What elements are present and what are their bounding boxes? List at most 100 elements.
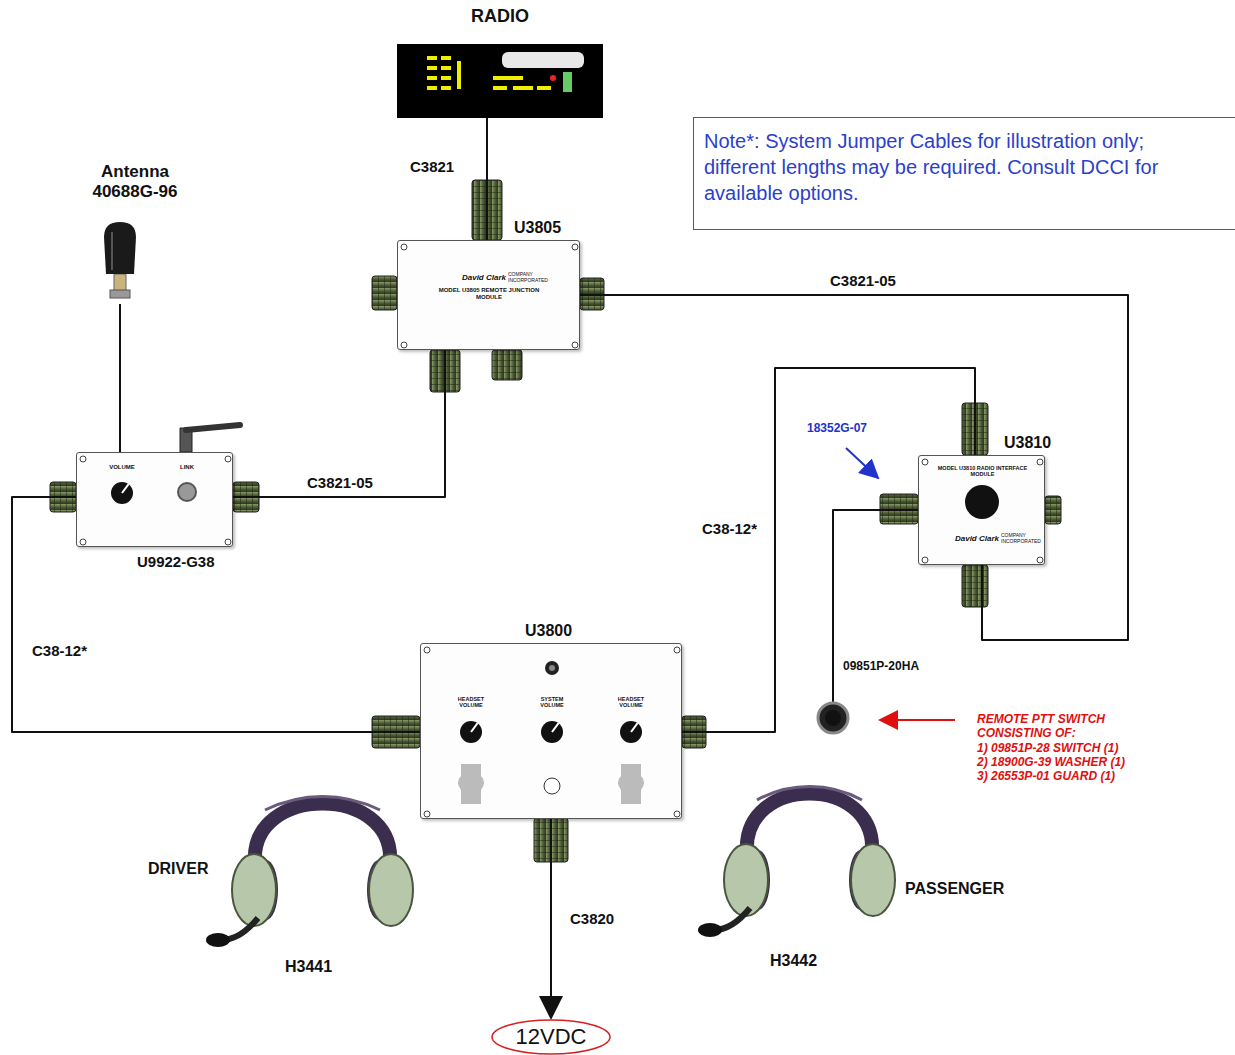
line-shape (880, 719, 955, 721)
line-shape (846, 448, 878, 478)
node-text: PASSENGER (905, 880, 1035, 898)
node-text: HEADSET VOLUME (451, 696, 491, 709)
rect-shape (493, 86, 507, 90)
node-text: VOLUME (102, 464, 142, 471)
headset: DRIVERH3441 (145, 790, 415, 985)
node-text: U9922-G38 (137, 553, 247, 570)
cable-label: C3821-05 (305, 474, 375, 491)
path-shape (618, 764, 644, 804)
node-text: COMPANY INCORPORATED (508, 272, 558, 284)
line-shape (122, 484, 129, 493)
ellipse-shape (724, 844, 768, 916)
node-text: H3442 (770, 952, 850, 970)
circle-shape (401, 244, 407, 250)
circle-shape (401, 342, 407, 348)
circle-shape (1037, 459, 1043, 465)
path-shape (265, 797, 380, 811)
intercom-control-unit: U3800HEADSET VOLUMESYSTEM VOLUMEHEADSET … (420, 643, 682, 819)
callout-text: REMOTE PTT SWITCH CONSISTING OF: (975, 712, 1119, 740)
rect-shape (1045, 496, 1061, 524)
ptt-switch: 09851P-20HA (817, 702, 849, 734)
node-shape (817, 702, 849, 734)
circle-shape (550, 75, 556, 81)
node-text: U3810 (1004, 434, 1074, 452)
circle-shape (460, 721, 482, 743)
path-shape (458, 764, 484, 804)
callout-text: 2) 18900G-39 WASHER (1) (975, 755, 1127, 769)
circle-shape (818, 703, 848, 733)
rect-shape (397, 44, 603, 118)
circle-shape (572, 342, 578, 348)
circle-shape (80, 539, 86, 545)
node-text: MODEL U3810 RADIO INTERFACE MODULE (931, 465, 1034, 478)
cable-line (580, 295, 1128, 640)
node-text: LINK (172, 464, 202, 471)
junction-module: U3805David ClarkCOMPANY INCORPORATEDMODE… (397, 240, 580, 350)
rect-shape (563, 72, 572, 92)
path-shape (104, 222, 136, 274)
path-shape (111, 232, 113, 270)
node-text: RADIO (397, 6, 603, 27)
rect-shape (110, 290, 130, 298)
circle-shape (80, 456, 86, 462)
path-shape (757, 787, 862, 801)
node-shape (421, 644, 681, 818)
ellipse-shape (698, 923, 722, 937)
circle-shape (674, 647, 680, 653)
cable-label: C38-12* (30, 642, 89, 659)
cable-label: C3821 (408, 158, 456, 175)
node-text: SYSTEM VOLUME (532, 696, 572, 709)
cable-line (119, 304, 121, 452)
radio-interface-module: U3810MODEL U3810 RADIO INTERFACE MODULED… (918, 455, 1045, 565)
line-shape (471, 723, 478, 732)
callout-text: 3) 26553P-01 GUARD (1) (975, 769, 1117, 783)
circle-shape (545, 661, 559, 675)
bluetooth-module: VOLUMELINKU9922-G38 (76, 452, 233, 547)
node-text: U3800 (525, 622, 605, 640)
circle-shape (620, 721, 642, 743)
path-shape (747, 794, 872, 853)
node-text: Note*: System Jumper Cables for illustra… (704, 128, 1214, 206)
rect-shape (492, 350, 522, 380)
node-text: HEADSET VOLUME (611, 696, 651, 709)
node-shape (145, 790, 415, 985)
rect-shape (962, 565, 988, 607)
cable-line (550, 819, 552, 1018)
rect-shape (372, 276, 397, 310)
circle-shape (922, 557, 928, 563)
node-text: COMPANY INCORPORATED (1001, 533, 1037, 545)
power-source: 12VDC (490, 1018, 612, 1055)
rect-shape (493, 76, 523, 80)
circle-shape (424, 811, 430, 817)
node-shape (712, 780, 1042, 975)
circle-shape (178, 483, 196, 501)
rect-shape (441, 76, 451, 80)
node-text: 12VDC (490, 1024, 612, 1049)
circle-shape (111, 482, 133, 504)
rect-shape (441, 56, 451, 60)
cable-label: C3820 (568, 910, 616, 927)
cable-label: C3821-05 (828, 272, 898, 289)
cable-line (233, 350, 445, 497)
circle-shape (1037, 557, 1043, 563)
circle-shape (549, 665, 555, 671)
node-text: DRIVER (148, 860, 238, 878)
rect-shape (427, 86, 437, 90)
rect-shape (441, 66, 451, 70)
path-shape (255, 804, 390, 863)
line-shape (552, 723, 559, 732)
path-shape (186, 425, 240, 430)
circle-shape (965, 485, 999, 519)
rect-shape (427, 56, 437, 60)
circle-shape (544, 778, 560, 794)
circle-shape (674, 811, 680, 817)
headset: PASSENGER H3442 (712, 780, 1042, 975)
rect-shape (502, 52, 584, 68)
rect-shape (441, 86, 451, 90)
ellipse-shape (369, 854, 413, 926)
circle-shape (225, 539, 231, 545)
rect-shape (537, 86, 551, 90)
callout-text: 1) 09851P-28 SWITCH (1) (975, 741, 1120, 755)
circle-shape (424, 647, 430, 653)
